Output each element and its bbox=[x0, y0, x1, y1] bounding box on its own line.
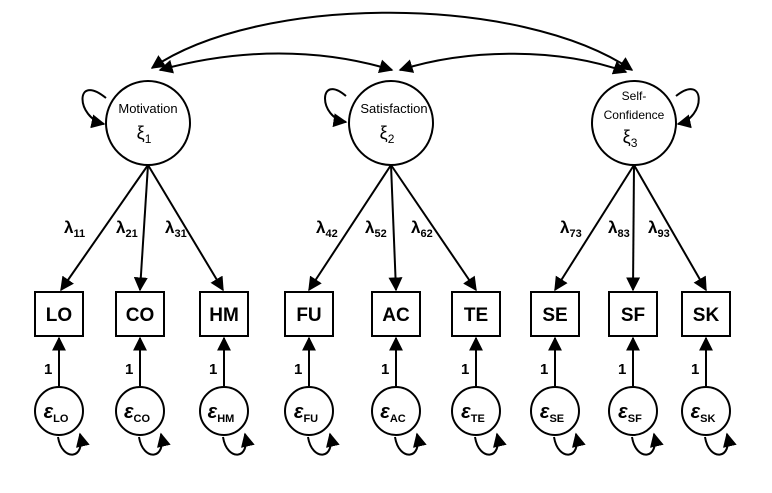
svg-text:εHM: εHM bbox=[208, 401, 235, 425]
indicator-hm: HM bbox=[199, 291, 249, 337]
loading-label-93: λ93 bbox=[648, 218, 670, 240]
error-loop-sf bbox=[631, 432, 664, 456]
factor-symbol: ξ1 bbox=[137, 123, 152, 146]
svg-text:εLO: εLO bbox=[44, 401, 69, 425]
loading-label-11: λ11 bbox=[64, 218, 85, 240]
loading-label-31: λ31 bbox=[165, 218, 187, 240]
variance-loop-f1 bbox=[81, 89, 107, 129]
svg-text:εCO: εCO bbox=[124, 401, 151, 425]
factor-satisfaction: Satisfaction ξ2 bbox=[348, 80, 434, 166]
error-hm: εHM bbox=[199, 386, 249, 436]
error-loop-hm bbox=[222, 432, 255, 456]
svg-text:FU: FU bbox=[296, 305, 321, 326]
factor-name: Motivation bbox=[118, 101, 177, 116]
indicator-fu: FU bbox=[284, 291, 334, 337]
indicator-sf: SF bbox=[608, 291, 658, 337]
loading-arrow-hm bbox=[147, 164, 224, 292]
indicator-se: SE bbox=[530, 291, 580, 337]
indicator-co: CO bbox=[115, 291, 165, 337]
loading-arrow-sk bbox=[633, 164, 707, 292]
variance-loop-f3 bbox=[675, 88, 700, 129]
loading-arrow-sf bbox=[626, 164, 641, 292]
indicator-sk: SK bbox=[681, 291, 731, 337]
covariance-arc-f2-f3 bbox=[398, 52, 628, 75]
variance-loop-f2 bbox=[324, 88, 348, 128]
loading-label-42: λ42 bbox=[316, 218, 338, 240]
error-loop-se bbox=[553, 432, 586, 456]
svg-text:εFU: εFU bbox=[294, 401, 318, 425]
fixed-label-se: 1 bbox=[540, 361, 548, 378]
svg-text:εSF: εSF bbox=[618, 401, 642, 425]
factor-name-line1: Self- bbox=[622, 89, 647, 103]
loading-arrow-co bbox=[133, 164, 149, 292]
fixed-label-ac: 1 bbox=[381, 361, 389, 378]
svg-text:LO: LO bbox=[46, 305, 72, 326]
factor-name-line2: Confidence bbox=[604, 108, 665, 122]
error-loop-ac bbox=[394, 432, 427, 456]
loading-label-21: λ21 bbox=[116, 218, 138, 240]
svg-text:εSK: εSK bbox=[691, 401, 716, 425]
factor-symbol: ξ2 bbox=[380, 123, 395, 146]
fixed-label-sk: 1 bbox=[691, 361, 699, 378]
fixed-label-co: 1 bbox=[125, 361, 133, 378]
svg-text:εSE: εSE bbox=[540, 401, 564, 425]
svg-text:HM: HM bbox=[209, 305, 239, 326]
svg-text:SF: SF bbox=[621, 305, 645, 326]
error-se: εSE bbox=[530, 386, 580, 436]
svg-text:CO: CO bbox=[126, 305, 155, 326]
loading-arrow-se bbox=[554, 164, 635, 292]
error-loop-lo bbox=[57, 432, 90, 456]
error-sk: εSK bbox=[681, 386, 731, 436]
factor-name: Satisfaction bbox=[360, 101, 427, 116]
loading-arrow-lo bbox=[60, 164, 149, 292]
factor-self-confidence: Self- Confidence ξ3 bbox=[591, 80, 677, 166]
fixed-label-fu: 1 bbox=[294, 361, 302, 378]
error-ac: εAC bbox=[371, 386, 421, 436]
error-sf: εSF bbox=[608, 386, 658, 436]
svg-text:SE: SE bbox=[542, 305, 567, 326]
loading-label-73: λ73 bbox=[560, 218, 582, 240]
error-te: εTE bbox=[451, 386, 501, 436]
loading-arrow-te bbox=[390, 164, 477, 292]
loading-arrow-ac bbox=[388, 164, 403, 292]
factor-symbol: ξ3 bbox=[623, 127, 638, 150]
error-co: εCO bbox=[115, 386, 165, 436]
error-loop-sk bbox=[704, 432, 737, 456]
covariance-arc-f1-f2 bbox=[158, 52, 394, 74]
fixed-label-te: 1 bbox=[461, 361, 469, 378]
error-fu: εFU bbox=[284, 386, 334, 436]
error-loop-te bbox=[474, 432, 507, 456]
indicator-ac: AC bbox=[371, 291, 421, 337]
fixed-label-sf: 1 bbox=[618, 361, 626, 378]
factor-motivation: Motivation ξ1 bbox=[105, 80, 191, 166]
svg-text:εAC: εAC bbox=[380, 401, 406, 425]
error-loop-fu bbox=[307, 432, 340, 456]
loading-arrow-fu bbox=[308, 164, 392, 292]
loading-label-62: λ62 bbox=[411, 218, 433, 240]
svg-text:AC: AC bbox=[382, 305, 410, 326]
svg-text:εTE: εTE bbox=[461, 401, 485, 425]
indicator-lo: LO bbox=[34, 291, 84, 337]
svg-text:TE: TE bbox=[464, 305, 488, 326]
error-loop-co bbox=[138, 432, 171, 456]
error-lo: εLO bbox=[34, 386, 84, 436]
svg-text:SK: SK bbox=[693, 305, 720, 326]
covariance-arc-f1-f3 bbox=[150, 11, 634, 71]
loading-label-52: λ52 bbox=[365, 218, 387, 240]
indicator-te: TE bbox=[451, 291, 501, 337]
fixed-label-hm: 1 bbox=[209, 361, 217, 378]
loading-label-83: λ83 bbox=[608, 218, 630, 240]
fixed-label-lo: 1 bbox=[44, 361, 52, 378]
